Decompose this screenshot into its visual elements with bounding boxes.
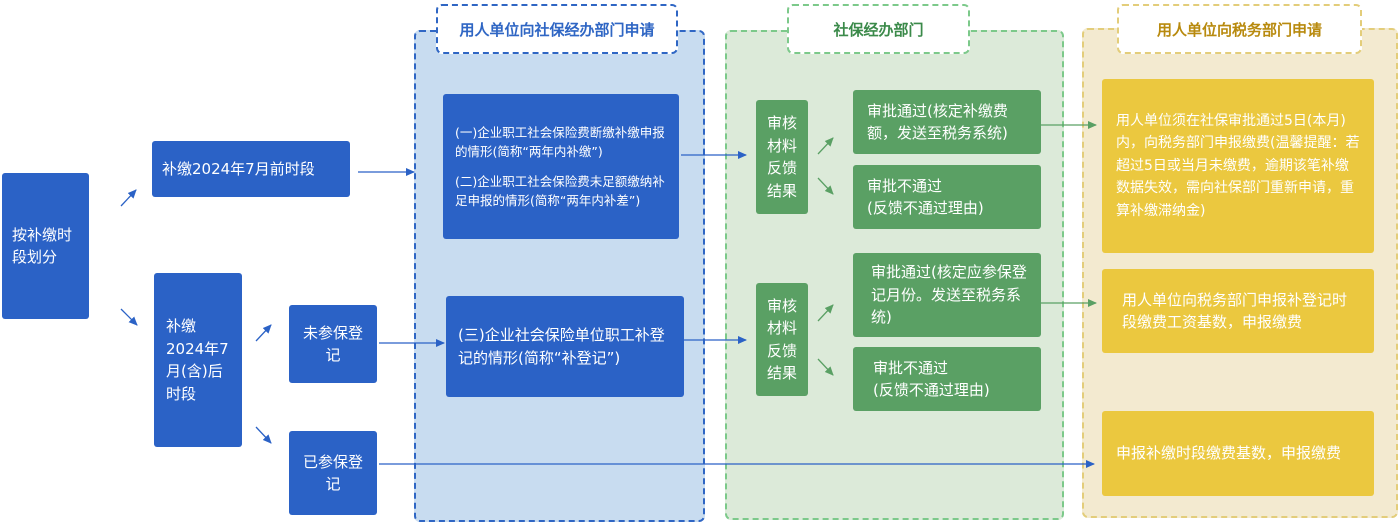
fail-1-label: 审批不通过 <box>867 176 943 195</box>
before-period-node: 补缴2024年7月前时段 <box>152 141 350 197</box>
not-registered-node: 未参保登记 <box>289 305 377 383</box>
not-registered-label: 未参保登记 <box>303 323 364 365</box>
arrow-feedback1-fail <box>817 177 834 195</box>
fail-2-node: 审批不通过 (反馈不通过理由) <box>853 347 1041 411</box>
arrow-after-reg <box>255 426 272 444</box>
pass-1-label: 审批通过(核定补缴费额，发送至税务系统) <box>867 101 1008 143</box>
tax-supplement-label: 申报补缴时段缴费基数，申报缴费 <box>1116 444 1342 463</box>
fail-1-node: 审批不通过 (反馈不通过理由) <box>853 165 1041 229</box>
tax-deadline-node: 用人单位须在社保审批通过5日(本月)内，向税务部门申报缴费(温馨提醒：若超过5日… <box>1102 79 1374 253</box>
tax-supplement-node: 申报补缴时段缴费基数，申报缴费 <box>1102 411 1374 496</box>
root-label: 按补缴时段划分 <box>12 225 73 267</box>
case-1-label: (一)企业职工社会保险费断缴补缴申报的情形(简称“两年内补缴”) <box>455 124 665 160</box>
arrow-after-notreg <box>255 324 272 342</box>
arrow-root-before <box>120 189 137 207</box>
fail-1-reason: (反馈不通过理由) <box>867 199 984 217</box>
tax-register-label: 用人单位向税务部门申报补登记时段缴费工资基数，申报缴费 <box>1122 290 1348 332</box>
arrow-feedback1-pass <box>817 137 834 155</box>
case-2-label: (二)企业职工社会保险费未足额缴纳补足申报的情形(简称“两年内补差”) <box>455 173 665 208</box>
tax-register-node: 用人单位向税务部门申报补登记时段缴费工资基数，申报缴费 <box>1102 269 1374 353</box>
before-period-label: 补缴2024年7月前时段 <box>162 159 315 178</box>
arrow-feedback2-fail <box>817 358 834 376</box>
pass-2-label: 审批通过(核定应参保登记月份。发送至税务系统) <box>871 263 1027 327</box>
social-apply-title: 用人单位向社保经办部门申请 <box>436 4 678 54</box>
feedback-2-label: 审核材料反馈结果 <box>766 296 797 383</box>
registered-label: 已参保登记 <box>303 452 364 494</box>
case-3-node: (三)企业社会保险单位职工补登记的情形(简称“补登记”) <box>446 296 684 397</box>
after-period-node: 补缴2024年7月(含)后时段 <box>154 273 242 447</box>
after-period-label: 补缴2024年7月(含)后时段 <box>166 317 229 403</box>
pass-2-node: 审批通过(核定应参保登记月份。发送至税务系统) <box>853 253 1041 337</box>
feedback-1-node: 审核材料反馈结果 <box>756 100 808 214</box>
pass-1-node: 审批通过(核定补缴费额，发送至税务系统) <box>853 90 1041 154</box>
fail-2-reason: (反馈不通过理由) <box>873 381 990 399</box>
fail-2-label: 审批不通过 <box>873 358 949 377</box>
root-node: 按补缴时段划分 <box>2 173 89 319</box>
arrow-feedback2-pass <box>817 304 834 322</box>
registered-node: 已参保登记 <box>289 431 377 515</box>
social-dept-title: 社保经办部门 <box>787 4 970 54</box>
tax-apply-title: 用人单位向税务部门申请 <box>1117 4 1362 54</box>
feedback-2-node: 审核材料反馈结果 <box>756 283 808 396</box>
arrow-root-after <box>120 308 138 326</box>
case-1-2-node: (一)企业职工社会保险费断缴补缴申报的情形(简称“两年内补缴”) (二)企业职工… <box>443 94 679 239</box>
case-3-label: (三)企业社会保险单位职工补登记的情形(简称“补登记”) <box>458 326 665 367</box>
feedback-1-label: 审核材料反馈结果 <box>766 114 797 200</box>
tax-deadline-label: 用人单位须在社保审批通过5日(本月)内，向税务部门申报缴费(温馨提醒：若超过5日… <box>1116 113 1360 219</box>
